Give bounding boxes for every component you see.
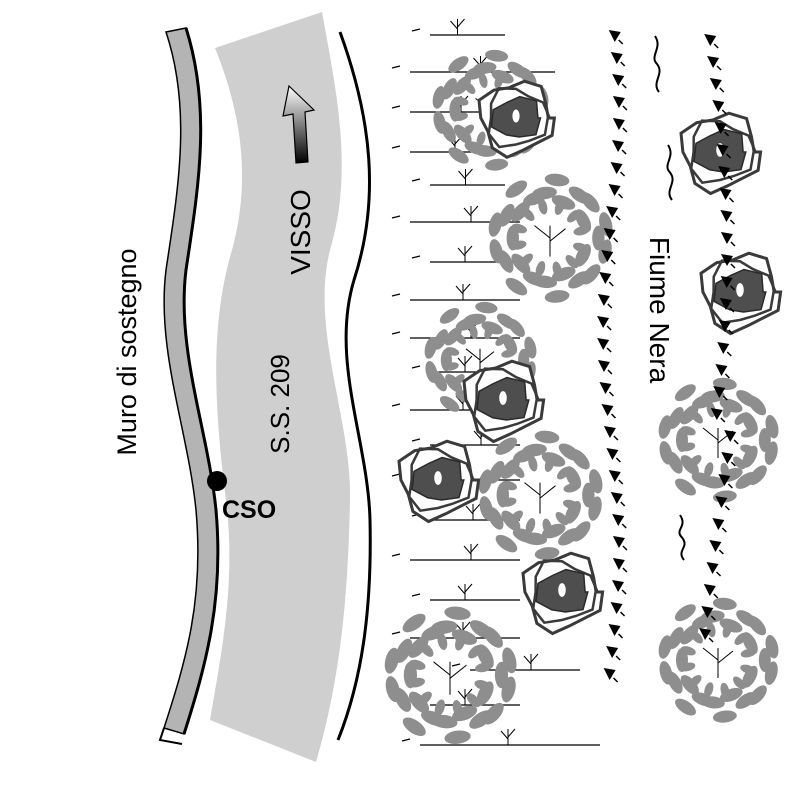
bank-mark [601, 404, 617, 419]
bank-mark [713, 386, 728, 401]
cso-label: CSO [222, 496, 276, 524]
bank-mark [606, 448, 621, 463]
bank-mark [717, 342, 732, 357]
bank-mark [712, 518, 727, 533]
tree-canopy [488, 173, 613, 303]
road-edge-line [336, 31, 372, 741]
bank-mark [610, 162, 626, 177]
tree-layer-dark [397, 79, 783, 636]
tree-canopy-dark [397, 439, 481, 524]
shrub-symbol [411, 583, 520, 601]
tree-canopy [658, 597, 779, 723]
bank-mark [612, 514, 627, 529]
tree-canopy-dark [462, 359, 546, 444]
bank-mark [706, 562, 722, 577]
bank-mark [709, 78, 725, 93]
tree-canopy-dark [679, 111, 763, 196]
bank-mark [612, 74, 627, 89]
bank-mark [699, 628, 714, 643]
retaining-wall-edge [182, 27, 220, 735]
bank-mark [612, 580, 627, 595]
bank-mark [720, 210, 735, 225]
river-bank-marks-east [699, 34, 739, 643]
bank-mark [608, 624, 624, 639]
shrub-symbol [411, 168, 505, 186]
bank-mark [719, 298, 735, 313]
bank-mark [597, 316, 612, 331]
bank-mark [606, 646, 621, 661]
retaining-wall [163, 27, 219, 735]
bank-mark [714, 122, 730, 137]
tree-canopy-dark [521, 551, 605, 636]
bank-mark [707, 56, 722, 71]
bank-mark [599, 382, 614, 397]
bank-mark [720, 254, 736, 269]
bank-mark [718, 474, 733, 489]
bank-mark [606, 206, 621, 221]
bank-mark [608, 30, 624, 45]
bank-mark [612, 558, 628, 573]
bank-mark [608, 184, 624, 199]
cso-point-marker [207, 471, 227, 491]
bank-mark [720, 276, 736, 291]
bank-mark [601, 250, 616, 265]
bank-mark [610, 52, 626, 67]
bank-mark [703, 584, 719, 599]
road-surface [210, 12, 351, 762]
bank-mark [716, 144, 732, 159]
bank-mark [701, 606, 716, 621]
wall-label: Muro di sostegno [112, 248, 142, 455]
bank-mark [612, 536, 628, 551]
current-squiggle [666, 144, 674, 201]
bank-mark [721, 452, 736, 467]
current-squiggle [678, 514, 686, 561]
bank-mark [709, 540, 724, 555]
shrub-symbol [411, 18, 505, 36]
river-current-marks [653, 35, 686, 561]
shrub-symbol [391, 283, 520, 301]
bank-mark [712, 100, 727, 115]
bank-mark [597, 294, 613, 309]
bank-mark [599, 272, 614, 287]
direction-label: VISSO [285, 189, 316, 275]
current-squiggle [653, 35, 661, 93]
bank-mark [603, 668, 619, 683]
bank-mark [608, 470, 624, 485]
bank-mark [610, 602, 626, 617]
bank-mark [612, 96, 628, 111]
bank-mark [610, 492, 626, 507]
bank-mark [718, 320, 734, 335]
road-label: S.S. 209 [265, 354, 295, 454]
bank-mark [704, 34, 719, 49]
river-label: Fiume Nera [644, 237, 675, 384]
bank-mark [724, 430, 739, 445]
shrub-symbol [391, 543, 520, 561]
tree-canopy [384, 606, 517, 744]
bank-mark [718, 166, 733, 181]
tree-canopy [478, 430, 603, 560]
direction-arrow-icon [282, 84, 316, 164]
bank-mark [597, 338, 612, 353]
bank-mark [719, 188, 735, 203]
bank-mark [612, 140, 627, 155]
river-bank-marks [597, 30, 628, 683]
bank-mark [720, 232, 736, 247]
tree-canopy-dark [699, 251, 783, 336]
shrub-symbol [401, 728, 600, 746]
bank-mark [710, 408, 726, 423]
bank-mark [597, 360, 613, 375]
retaining-wall-foot [158, 727, 183, 745]
bank-mark [603, 228, 619, 243]
tree-canopy-dark [477, 79, 557, 160]
bank-mark [603, 426, 619, 441]
bank-mark [715, 364, 730, 379]
bank-mark [715, 496, 730, 511]
bank-mark [612, 118, 628, 133]
